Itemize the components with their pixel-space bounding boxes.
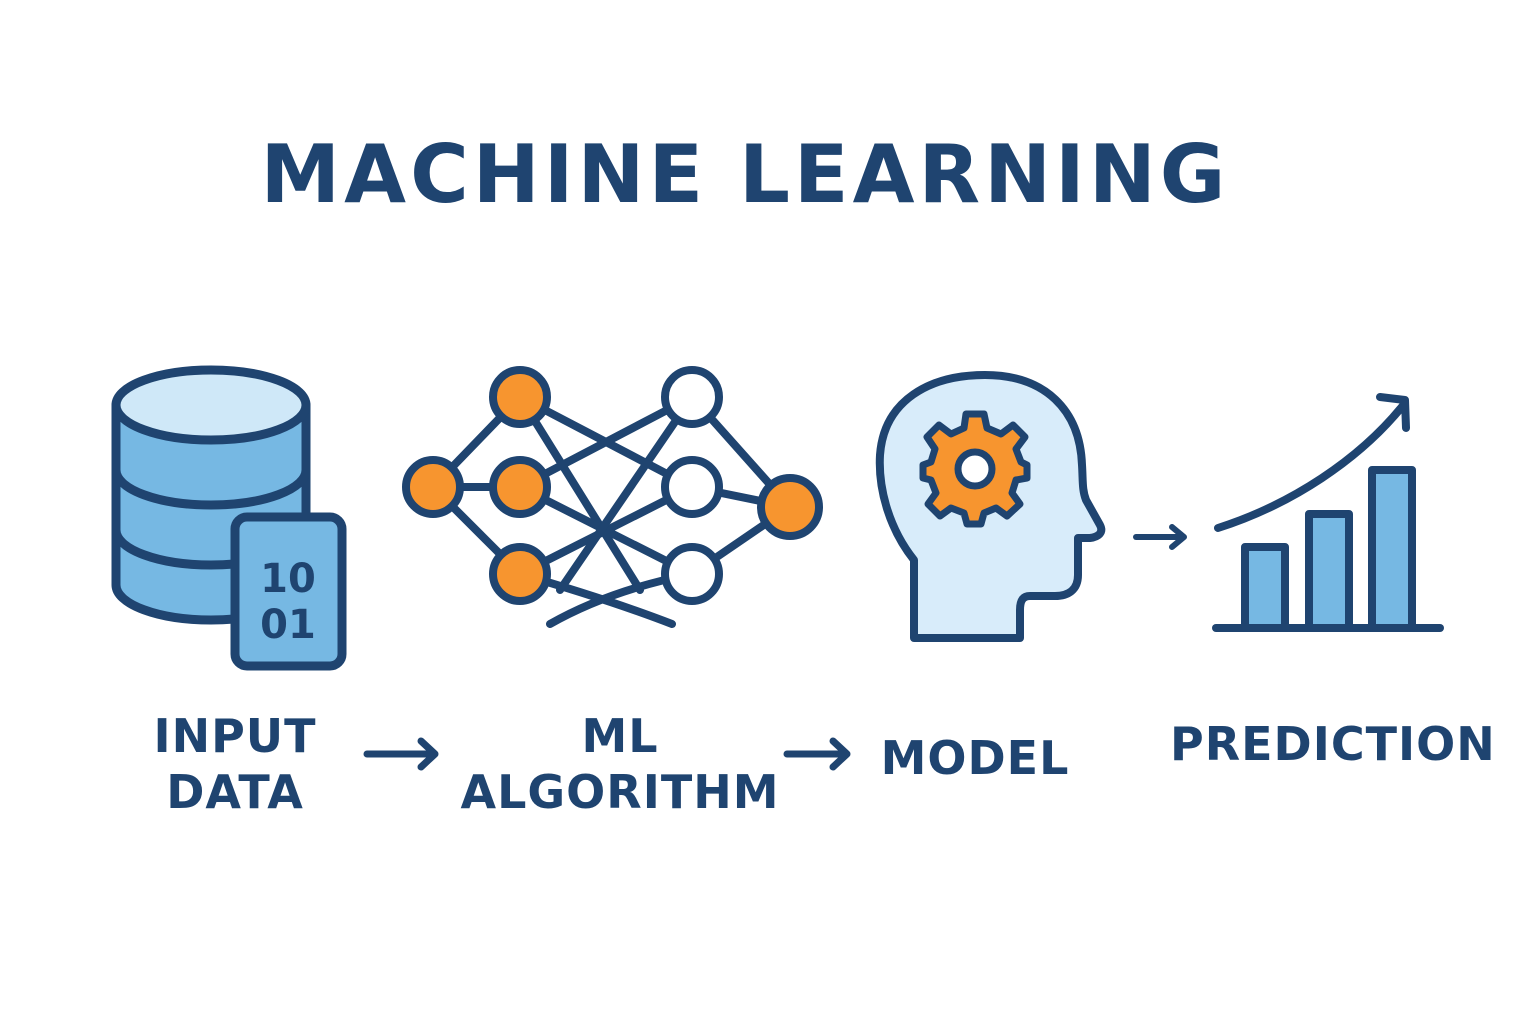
arrow-input-to-algorithm <box>363 737 439 771</box>
gear-icon <box>919 410 1031 528</box>
page-title: MACHINE LEARNING <box>260 128 1230 221</box>
label-line: ML <box>581 709 659 763</box>
input-node <box>489 543 551 605</box>
input-node <box>402 456 464 518</box>
label-line: INPUT <box>153 709 317 763</box>
step-label-ml-algorithm: ML ALGORITHM <box>460 708 780 820</box>
input-node <box>489 366 551 428</box>
binary-text-top: 10 <box>260 556 316 602</box>
output-node <box>757 474 823 540</box>
hidden-node <box>661 366 723 428</box>
hidden-node <box>661 543 723 605</box>
step-label-model: MODEL <box>870 730 1080 786</box>
growth-bar-chart-icon <box>1212 393 1444 632</box>
arrow-model-to-prediction <box>1133 524 1187 550</box>
label-line: MODEL <box>880 731 1070 785</box>
label-line: DATA <box>166 765 304 819</box>
label-line: PREDICTION <box>1170 717 1496 771</box>
neural-network-icon <box>429 393 794 628</box>
database-binary-icon <box>111 365 347 671</box>
arrow-algorithm-to-model <box>783 737 851 771</box>
step-label-prediction: PREDICTION <box>1170 716 1496 772</box>
input-node <box>489 456 551 518</box>
binary-text-bottom: 01 <box>260 602 316 648</box>
label-line: ALGORITHM <box>460 765 780 819</box>
hidden-node <box>661 456 723 518</box>
neural-network-nodes <box>402 366 823 605</box>
step-label-input-data: INPUT DATA <box>130 708 340 820</box>
